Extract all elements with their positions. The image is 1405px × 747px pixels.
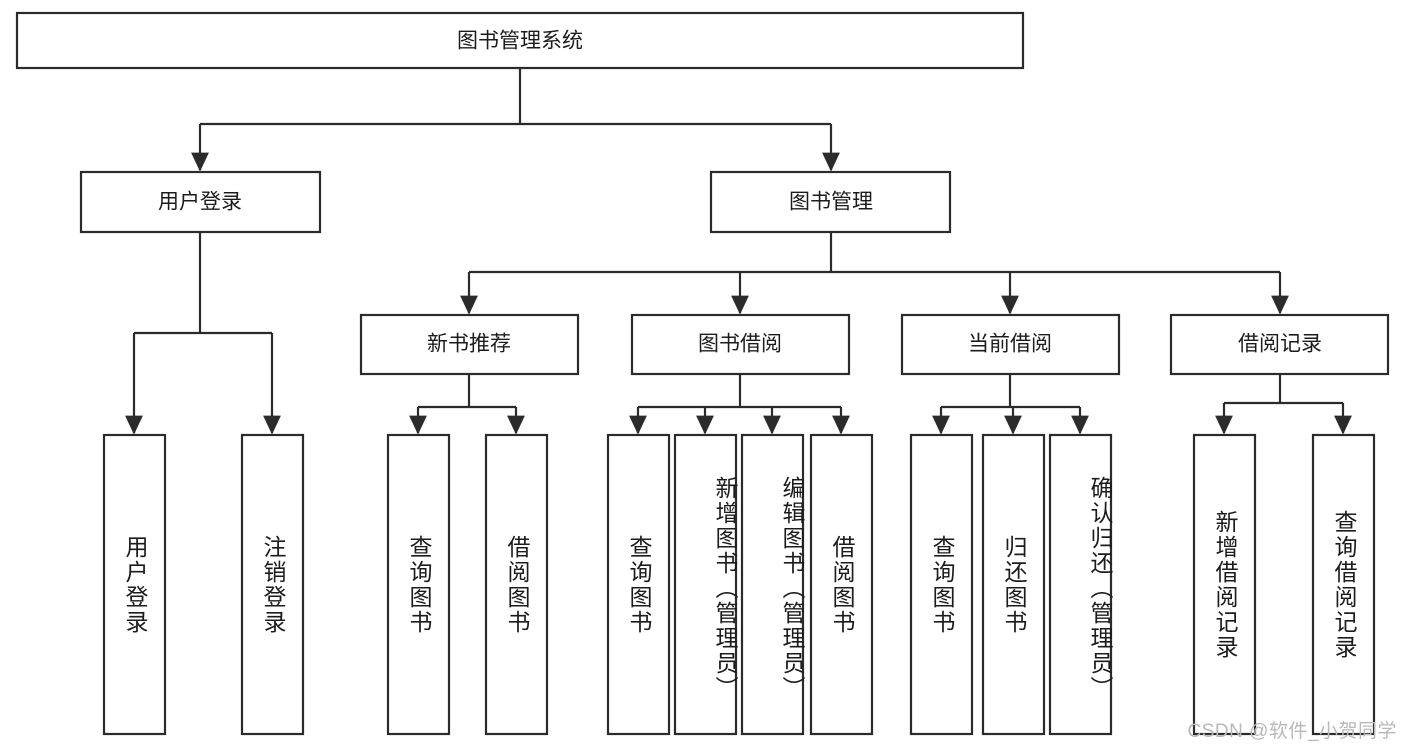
node-label-user-login: 用户登录 [158, 191, 242, 214]
node-box-borrow-record[interactable] [1169, 313, 1390, 376]
node-label-current-borrow: 当前借阅 [968, 333, 1052, 356]
node-box-leaf-current-borrow-3[interactable] [1048, 433, 1113, 736]
node-label-book-borrow: 图书借阅 [698, 333, 782, 356]
node-box-leaf-borrow-record-2[interactable] [1311, 433, 1376, 736]
node-box-book-management[interactable] [709, 170, 952, 234]
connector-group-user-login [125, 232, 281, 435]
node-label-book-management: 图书管理 [789, 191, 873, 214]
node-box-leaf-current-borrow-1[interactable] [909, 433, 974, 736]
node-box-leaf-user-login-2[interactable] [240, 433, 305, 736]
connector-group-new-book [409, 374, 525, 435]
node-box-user-login[interactable] [79, 170, 322, 234]
node-box-leaf-new-book-2[interactable] [484, 433, 549, 736]
connector-group-book-mgmt [460, 232, 1289, 315]
connector-group-current-borrow [932, 374, 1089, 435]
node-box-leaf-book-borrow-3[interactable] [740, 433, 805, 736]
connector-group-root [191, 68, 840, 172]
node-label-new-book-recommend: 新书推荐 [427, 333, 511, 356]
node-box-leaf-new-book-1[interactable] [386, 433, 451, 736]
node-box-new-book-recommend[interactable] [359, 313, 580, 376]
connector-group-borrow-record [1215, 374, 1352, 435]
node-box-leaf-borrow-record-1[interactable] [1192, 433, 1257, 736]
node-box-leaf-current-borrow-2[interactable] [981, 433, 1046, 736]
node-box-current-borrow[interactable] [900, 313, 1121, 376]
node-box-root[interactable] [15, 11, 1025, 70]
node-box-leaf-book-borrow-1[interactable] [606, 433, 671, 736]
node-label-borrow-record: 借阅记录 [1238, 333, 1322, 356]
node-box-leaf-book-borrow-4[interactable] [809, 433, 874, 736]
node-label-root: 图书管理系统 [457, 30, 583, 53]
watermark-text: CSDN @软件_小贺同学 [1187, 721, 1397, 742]
node-box-book-borrow[interactable] [630, 313, 851, 376]
node-box-leaf-book-borrow-2[interactable] [673, 433, 738, 736]
connector-group-book-borrow [629, 374, 850, 435]
node-box-leaf-user-login-1[interactable] [102, 433, 167, 736]
